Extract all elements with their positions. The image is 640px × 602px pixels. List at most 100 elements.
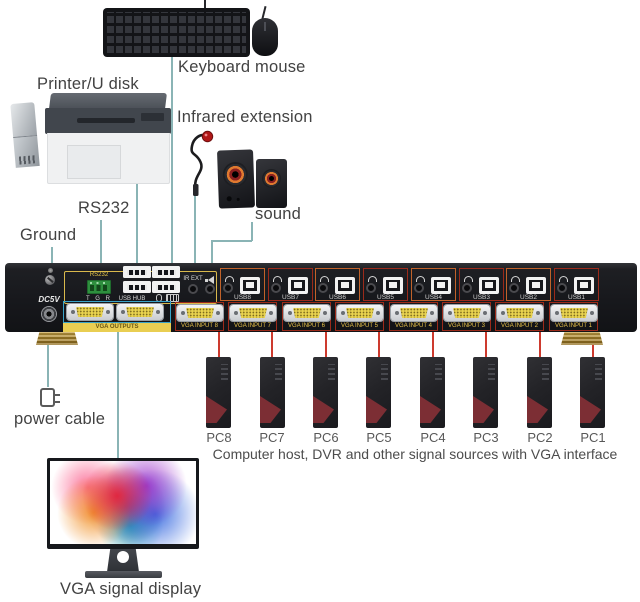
keyboard-image bbox=[103, 8, 250, 57]
line-pc8 bbox=[218, 331, 220, 357]
audio-jack-port bbox=[271, 283, 281, 293]
line-sound-2 bbox=[211, 240, 252, 242]
infrared-label: Infrared extension bbox=[177, 108, 313, 126]
audio-jack-port bbox=[366, 283, 376, 293]
usb-channel-1: USB1 bbox=[554, 268, 599, 301]
vga-port bbox=[497, 305, 543, 321]
headphone-icon bbox=[464, 276, 473, 282]
audio-jack-port bbox=[509, 283, 519, 293]
usb-hub-port bbox=[123, 281, 151, 293]
ir-ext-jack-port bbox=[188, 284, 198, 294]
usb-port-label: USB8 bbox=[234, 294, 251, 301]
pc-label: PC5 bbox=[366, 430, 392, 445]
line-ir bbox=[194, 191, 196, 283]
pc-tower-2 bbox=[527, 357, 552, 428]
vga-port bbox=[177, 305, 223, 321]
ir-ext-label: IR EXT bbox=[183, 276, 203, 282]
line-pc6 bbox=[325, 331, 327, 357]
speaker-driver bbox=[222, 161, 249, 188]
monitor-screen bbox=[50, 461, 196, 544]
pc-tower-7 bbox=[260, 357, 285, 428]
headphone-icon bbox=[416, 276, 425, 282]
monitor-stand-base bbox=[85, 571, 162, 578]
line-rs232 bbox=[100, 220, 102, 278]
vga-input-label: VGA INPUT 8 bbox=[181, 323, 218, 329]
audio-jack-port bbox=[414, 283, 424, 293]
line-pc4 bbox=[432, 331, 434, 357]
pc-tower-6 bbox=[313, 357, 338, 428]
usb-channel-5: USB5 bbox=[363, 268, 408, 301]
vga-port bbox=[551, 305, 597, 321]
headphone-icon bbox=[559, 276, 568, 282]
mouse-image bbox=[252, 18, 278, 56]
usb-port-label: USB6 bbox=[329, 294, 346, 301]
dc-power-port bbox=[41, 306, 57, 322]
vga-input-label: VGA INPUT 6 bbox=[288, 323, 325, 329]
audio-jack-port bbox=[223, 283, 233, 293]
vga-display-label: VGA signal display bbox=[60, 580, 202, 598]
ground-mark-icon bbox=[47, 268, 53, 273]
rs232-label: RS232 bbox=[78, 199, 130, 217]
pc-label: PC6 bbox=[313, 430, 339, 445]
usb-channel-2: USB2 bbox=[506, 268, 551, 301]
usb-port-label: USB4 bbox=[425, 294, 442, 301]
vga-output-port bbox=[67, 304, 113, 320]
dc5v-label: DC5V bbox=[38, 295, 60, 304]
line-pc3 bbox=[485, 331, 487, 357]
audio-out-jack-port bbox=[205, 284, 215, 294]
sound-label: sound bbox=[255, 205, 301, 223]
usb-port-label: USB5 bbox=[377, 294, 394, 301]
headphone-icon bbox=[273, 276, 282, 282]
vga-port bbox=[391, 305, 437, 321]
vga-outputs-label: VGA OUTPUTS bbox=[63, 323, 171, 332]
pc-tower-8 bbox=[206, 357, 231, 428]
pc-tower-3 bbox=[473, 357, 498, 428]
headphone-icon bbox=[225, 276, 234, 282]
usb-flash-connector bbox=[13, 134, 40, 168]
monitor-image bbox=[47, 458, 199, 549]
rs232-pins-label: T G R bbox=[86, 296, 112, 302]
line-pc7 bbox=[271, 331, 273, 357]
printer-control-band bbox=[45, 108, 171, 134]
usb-b-port bbox=[288, 277, 308, 294]
vga-output-port bbox=[117, 304, 163, 320]
usb-b-port bbox=[574, 277, 594, 294]
usb-b-port bbox=[383, 277, 403, 294]
vga-outputs-box bbox=[63, 301, 171, 323]
usb-b-port bbox=[431, 277, 451, 294]
audio-jack-port bbox=[318, 283, 328, 293]
line-pc2 bbox=[539, 331, 541, 357]
line-sound-1 bbox=[251, 222, 253, 241]
usb-hub-port bbox=[152, 266, 180, 278]
printer-lid bbox=[49, 93, 167, 109]
usb-channel-3: USB3 bbox=[459, 268, 504, 301]
usb-port-label: USB3 bbox=[473, 294, 490, 301]
speaker-right-image bbox=[256, 159, 287, 208]
line-power bbox=[47, 345, 49, 387]
audio-jack-port bbox=[462, 283, 472, 293]
vga-input-label: VGA INPUT 5 bbox=[341, 323, 378, 329]
line-monitor bbox=[117, 330, 119, 458]
usb-hub-port bbox=[152, 281, 180, 293]
vga-input-2: VGA INPUT 2 bbox=[495, 302, 544, 331]
usb-hub-label: USB HUB bbox=[118, 296, 146, 302]
pc-caption: Computer host, DVR and other signal sour… bbox=[212, 446, 618, 462]
vga-input-label: VGA INPUT 1 bbox=[555, 323, 592, 329]
usb-b-port bbox=[479, 277, 499, 294]
power-cable-label: power cable bbox=[14, 410, 106, 428]
vga-input-label: VGA INPUT 7 bbox=[234, 323, 271, 329]
rs232-port-label: RS232 bbox=[89, 272, 109, 278]
usb-b-port bbox=[240, 277, 260, 294]
speaker-icon bbox=[205, 276, 214, 284]
line-sound-3 bbox=[211, 240, 213, 281]
pc-label: PC1 bbox=[580, 430, 606, 445]
ground-screw-icon bbox=[45, 275, 55, 285]
usb-flash-cap bbox=[10, 102, 38, 138]
usb-b-port bbox=[526, 277, 546, 294]
device-foot-left bbox=[36, 329, 78, 345]
vga-input-8: VGA INPUT 8 bbox=[175, 302, 224, 331]
vga-input-label: VGA INPUT 3 bbox=[448, 323, 485, 329]
usb-channel-4: USB4 bbox=[411, 268, 456, 301]
line-keyboard bbox=[171, 56, 173, 267]
